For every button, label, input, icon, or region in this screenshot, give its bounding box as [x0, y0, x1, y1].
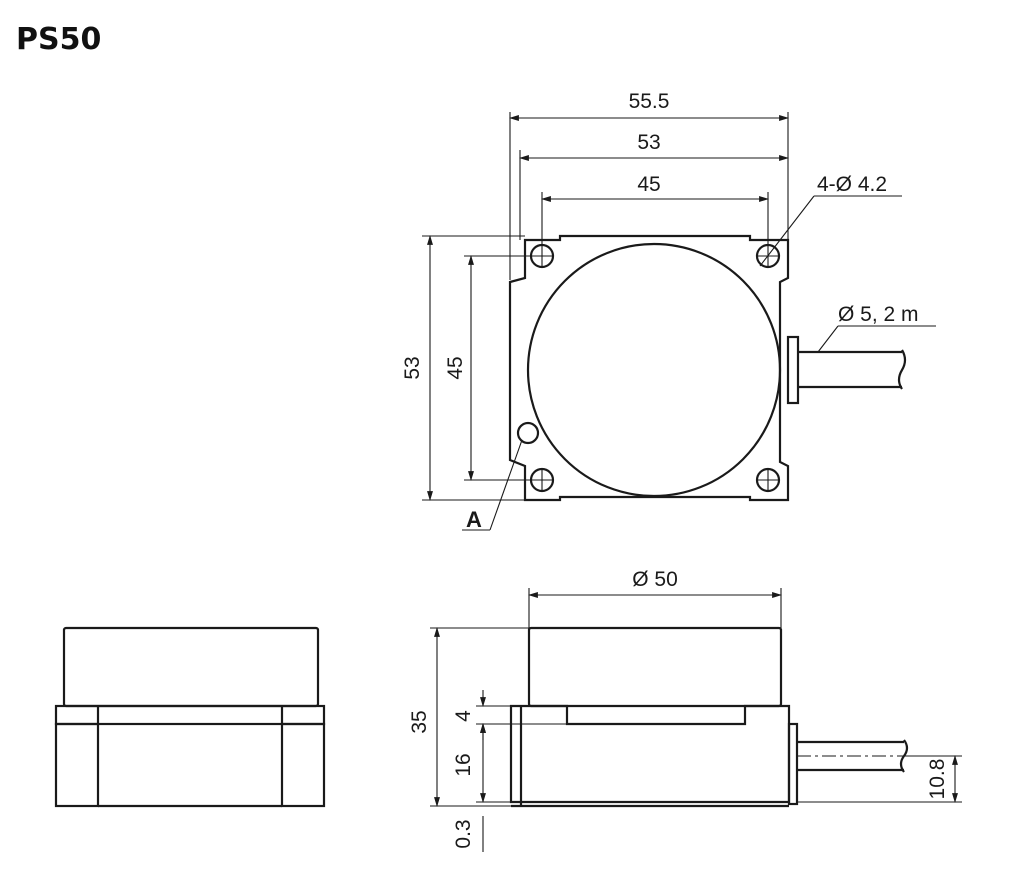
front-view [422, 112, 936, 531]
led-indicator-circle [516, 421, 540, 445]
left-side-view [54, 626, 326, 808]
elevation-base-outline [509, 704, 791, 804]
side-top-block [62, 626, 320, 708]
dim-base: 16 [452, 753, 475, 776]
dim-overall-width: 55.5 [629, 90, 670, 113]
sensing-face-circle [526, 242, 782, 498]
dim-body-width: 53 [637, 131, 660, 154]
front-body-outline [508, 234, 790, 502]
label-a: A [466, 507, 482, 532]
label-a-leader [489, 439, 523, 531]
side-flange [54, 704, 326, 726]
dim-gap: 0.3 [452, 819, 475, 848]
cable-break [897, 349, 907, 390]
dim-cable-height: 10.8 [926, 759, 949, 800]
dim-height: 53 [401, 356, 424, 379]
cable-tab [786, 335, 800, 405]
hole-callout-leader [759, 195, 815, 267]
page-title: PS50 [16, 22, 102, 57]
mounting-hole [755, 467, 781, 493]
dim-cable: Ø 5, 2 m [838, 303, 919, 326]
dim-hole-spacing-y: 45 [444, 356, 467, 379]
dim-hole-spacing-x: 45 [637, 173, 660, 196]
side-right-foot [280, 722, 326, 808]
elevation-view [430, 588, 962, 852]
cable-callout-leader [817, 325, 839, 353]
elevation-cable-tab [787, 722, 799, 806]
dim-total-height: 35 [408, 710, 431, 733]
side-left-foot [54, 722, 100, 808]
dim-step: 4 [452, 710, 475, 722]
elevation-top-block [527, 626, 783, 708]
dim-hole-callout: 4-Ø 4.2 [817, 173, 887, 196]
dim-face-diameter: Ø 50 [632, 568, 678, 591]
